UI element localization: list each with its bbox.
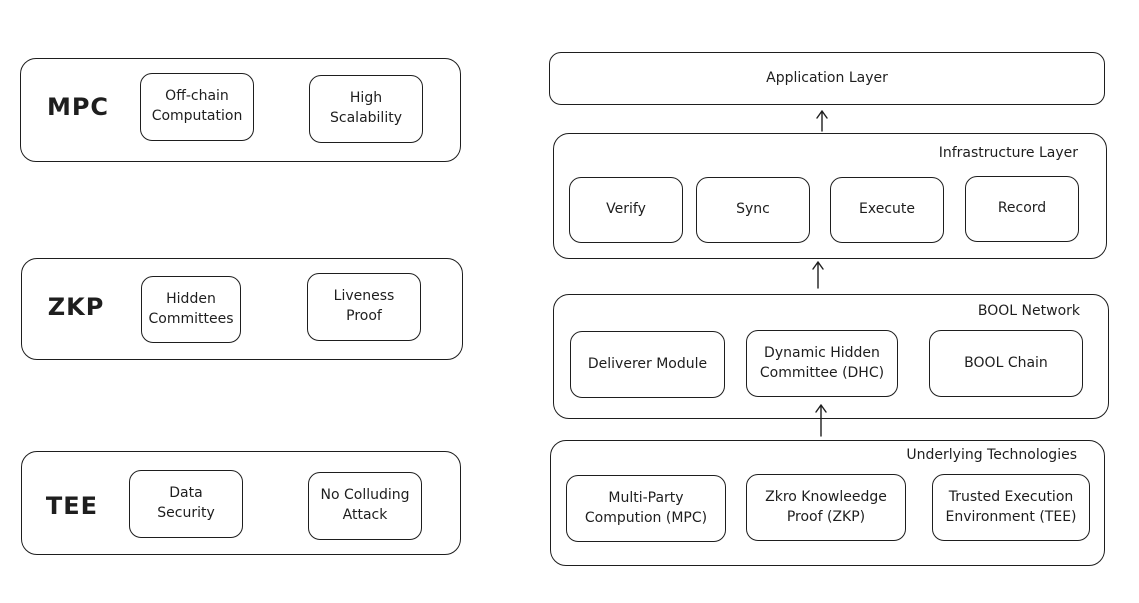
bool-item-deliverer-label: Deliverer Module — [587, 355, 708, 372]
tee-item-data-security-label: Data Security — [157, 485, 215, 521]
tee-item-no-colluding-label: No Colluding Attack — [320, 487, 410, 523]
arrow-underlying-to-dhc — [815, 404, 827, 437]
underlying-item-mpc-label: Multi-Party Compution (MPC) — [584, 489, 708, 526]
zkp-item-hidden-committees-label: Hidden Committees — [148, 290, 234, 327]
underlying-item-tee — [932, 474, 1090, 541]
underlying-item-mpc — [566, 475, 726, 542]
arrow-infra-to-app — [816, 110, 828, 132]
zkp-item-liveness — [307, 273, 421, 341]
underlying-item-zkp-label: Zkro Knowleedge Proof (ZKP) — [765, 488, 887, 525]
mpc-item-scalability — [309, 75, 423, 143]
infrastructure-layer-title: Infrastructure Layer — [938, 145, 1078, 161]
underlying-item-tee-label: Trusted Execution Environment (TEE) — [945, 488, 1077, 525]
underlying-item-zkp — [746, 474, 906, 541]
bool-network-title: BOOL Network — [977, 303, 1080, 319]
mpc-item-offchain — [140, 73, 254, 141]
zkp-item-hidden-committees — [141, 276, 241, 343]
bool-item-dhc-label: Dynamic Hidden Committee (DHC) — [759, 344, 885, 381]
infra-item-verify — [569, 177, 683, 243]
infra-item-sync — [696, 177, 810, 243]
application-layer-box — [549, 52, 1105, 105]
tee-item-no-colluding — [308, 472, 422, 540]
tee-title: TEE — [45, 492, 99, 521]
infra-item-record-label: Record — [997, 200, 1047, 217]
infra-item-sync-label: Sync — [736, 201, 770, 218]
mpc-title: MPC — [46, 93, 110, 122]
bool-item-dhc — [746, 330, 898, 397]
tee-item-data-security — [129, 470, 243, 538]
bool-item-bool-chain-label: BOOL Chain — [964, 354, 1048, 371]
zkp-item-liveness-label: Liveness Proof — [333, 288, 395, 324]
bool-item-bool-chain — [929, 330, 1083, 397]
application-layer-label: Application Layer — [766, 69, 888, 86]
infra-item-execute — [830, 177, 944, 243]
underlying-technologies-title: Underlying Technologies — [906, 447, 1077, 463]
mpc-item-offchain-label: Off-chain Computation — [151, 88, 243, 124]
infra-item-execute-label: Execute — [859, 201, 915, 218]
zkp-title: ZKP — [47, 293, 105, 322]
infra-item-record — [965, 176, 1079, 242]
bool-item-deliverer — [570, 331, 725, 398]
mpc-item-scalability-label: High Scalability — [330, 90, 402, 126]
arrow-bool-to-infra — [812, 261, 824, 289]
infra-item-verify-label: Verify — [606, 201, 646, 218]
